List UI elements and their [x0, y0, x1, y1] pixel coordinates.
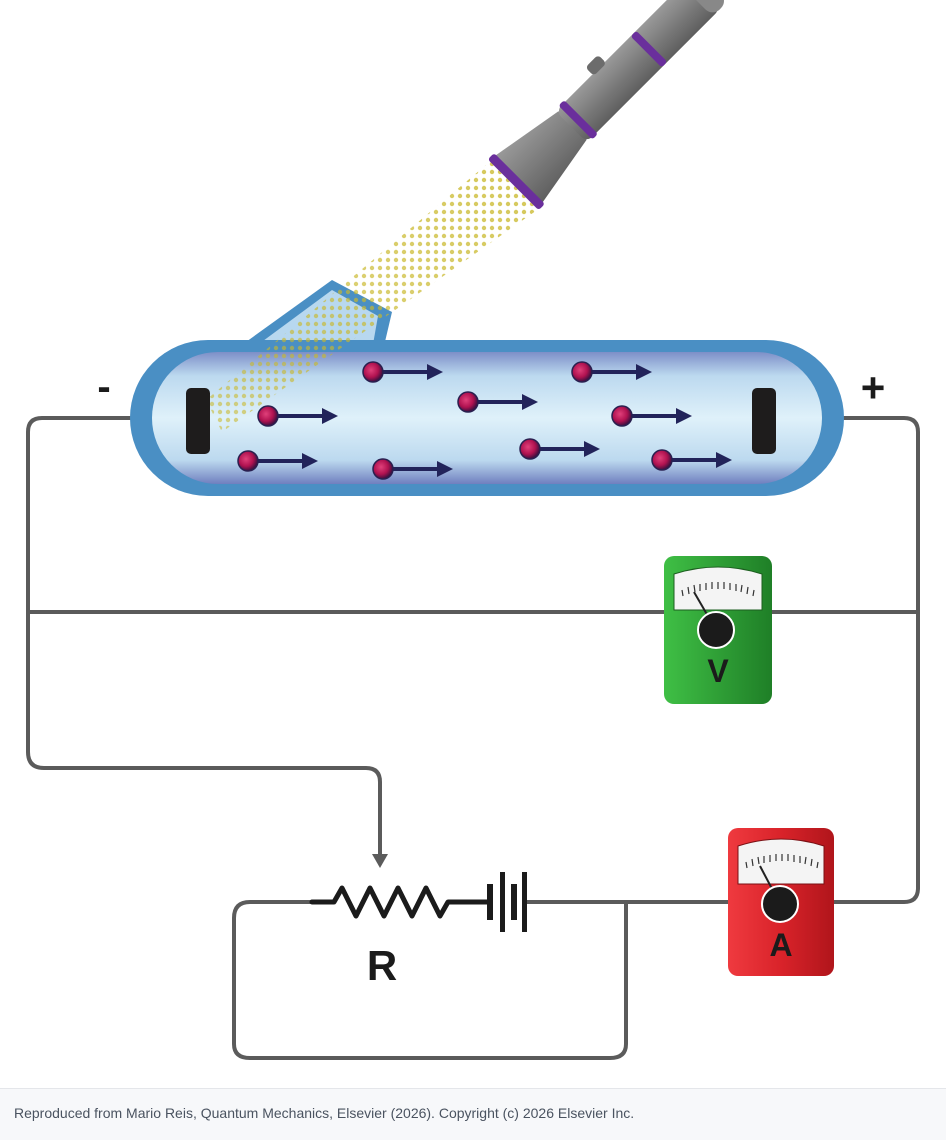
voltmeter-knob: [697, 611, 735, 649]
electron: [372, 458, 453, 480]
electron-particle: [519, 438, 541, 460]
electron-particle: [651, 449, 673, 471]
photoelectric-circuit-diagram: V A R - +: [26, 0, 920, 1060]
electron: [651, 449, 732, 471]
ammeter-knob: [761, 885, 799, 923]
electron: [457, 391, 538, 413]
electron: [571, 361, 652, 383]
rheostat-tap-arrow: [372, 854, 388, 868]
electron-arrowhead: [522, 394, 538, 410]
electron-particle: [571, 361, 593, 383]
resistor-label: R: [367, 942, 397, 989]
electron-arrowhead: [427, 364, 443, 380]
resistor-symbol: [309, 885, 461, 919]
electron: [257, 405, 338, 427]
electron-arrowhead: [636, 364, 652, 380]
copyright-caption: Reproduced from Mario Reis, Quantum Mech…: [14, 1105, 635, 1121]
electron: [519, 438, 600, 460]
electron: [237, 450, 318, 472]
electron-particle: [257, 405, 279, 427]
ammeter: A: [728, 828, 834, 976]
voltmeter-scale: [681, 582, 755, 597]
electron-particle: [237, 450, 259, 472]
electron: [611, 405, 692, 427]
electron: [362, 361, 443, 383]
electron-particle: [362, 361, 384, 383]
voltmeter-label: V: [707, 653, 729, 689]
battery-symbol: [458, 872, 527, 932]
electron-particle: [372, 458, 394, 480]
electron-arrowhead: [302, 453, 318, 469]
electron-arrowhead: [716, 452, 732, 468]
voltmeter: V: [664, 556, 772, 704]
cathode-plate: [186, 388, 210, 454]
electron-particle: [457, 391, 479, 413]
electron-arrowhead: [322, 408, 338, 424]
anode-plate: [752, 388, 776, 454]
circuit-wires: [26, 416, 920, 1060]
anode-sign: +: [861, 364, 886, 411]
cathode-sign: -: [97, 365, 110, 409]
light-beam: [206, 160, 540, 432]
photoelectrons: [237, 361, 732, 480]
electron-particle: [611, 405, 633, 427]
electron-arrowhead: [437, 461, 453, 477]
electron-arrowhead: [584, 441, 600, 457]
caption-bar: Reproduced from Mario Reis, Quantum Mech…: [0, 1088, 946, 1140]
flashlight: [488, 0, 724, 210]
electron-arrowhead: [676, 408, 692, 424]
ammeter-scale: [745, 854, 819, 869]
ammeter-label: A: [769, 927, 792, 963]
